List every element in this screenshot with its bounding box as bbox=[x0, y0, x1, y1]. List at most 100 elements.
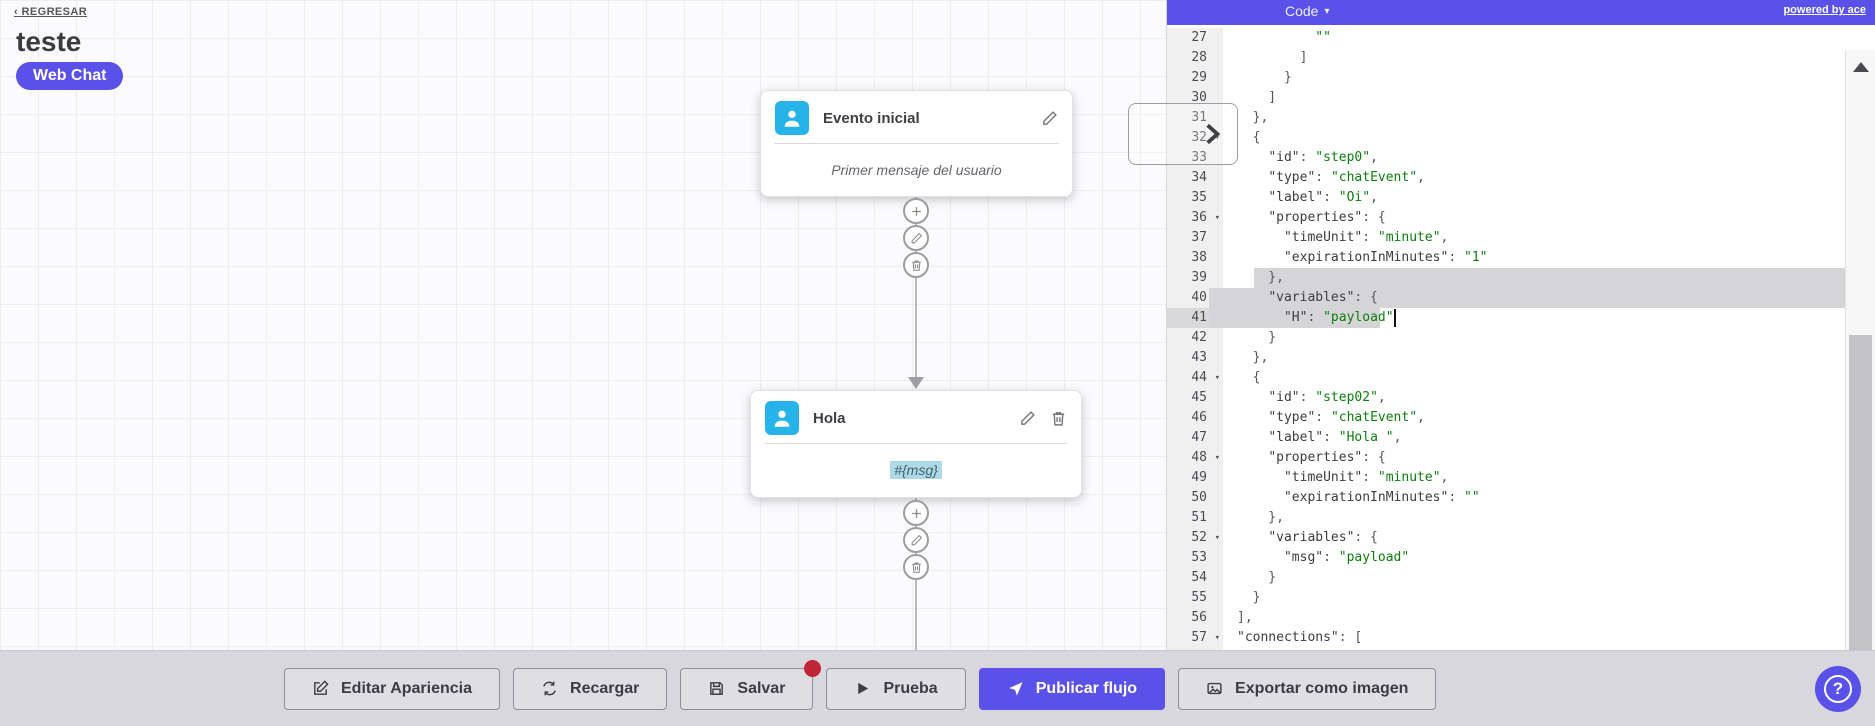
node-body-variable: #{msg} bbox=[890, 460, 942, 479]
test-button[interactable]: Prueba bbox=[826, 667, 966, 710]
code-line-35[interactable]: 35 "label": "Oi", bbox=[1167, 188, 1845, 208]
code-line-46[interactable]: 46 "type": "chatEvent", bbox=[1167, 408, 1845, 428]
code-line-44[interactable]: 44▾ { bbox=[1167, 368, 1845, 388]
divider bbox=[764, 443, 1068, 444]
connector-stack bbox=[903, 500, 929, 580]
code-line-41[interactable]: 41 "H": "payload" bbox=[1167, 308, 1845, 328]
connector-line bbox=[915, 197, 917, 379]
code-line-29[interactable]: 29 } bbox=[1167, 68, 1845, 88]
flow-node-hola[interactable]: Hola #{msg} bbox=[750, 390, 1082, 498]
add-step-button[interactable] bbox=[903, 500, 929, 526]
add-step-button[interactable] bbox=[903, 198, 929, 224]
code-line-58[interactable]: 58▾ { bbox=[1167, 648, 1845, 650]
code-line-56[interactable]: 56], bbox=[1167, 608, 1845, 628]
collapse-code-panel-button[interactable] bbox=[1128, 103, 1238, 165]
code-line-40[interactable]: 40▾ "variables": { bbox=[1167, 288, 1845, 308]
button-label: Prueba bbox=[883, 679, 938, 697]
flow-title: teste bbox=[16, 26, 82, 57]
code-line-37[interactable]: 37 "timeUnit": "minute", bbox=[1167, 228, 1845, 248]
text-cursor bbox=[1393, 309, 1396, 327]
edit-connection-button[interactable] bbox=[903, 225, 929, 251]
chevron-right-icon bbox=[1206, 123, 1221, 145]
code-line-50[interactable]: 50 "expirationInMinutes": "" bbox=[1167, 488, 1845, 508]
gutter-line-number: 34 bbox=[1167, 168, 1223, 188]
bottom-toolbar: Editar Apariencia Recargar Salvar Prueba Pub… bbox=[0, 650, 1875, 726]
delete-connection-button[interactable] bbox=[903, 554, 929, 580]
gutter-line-number: 37 bbox=[1167, 228, 1223, 248]
fold-arrow-icon[interactable]: ▾ bbox=[1214, 453, 1220, 463]
code-line-48[interactable]: 48▾ "properties": { bbox=[1167, 448, 1845, 468]
node-body-text: Primer mensaje del usuario bbox=[831, 161, 1002, 178]
edit-node-icon[interactable] bbox=[1019, 410, 1036, 427]
gutter-line-number: 44▾ bbox=[1167, 368, 1223, 388]
scrollbar-thumb[interactable] bbox=[1849, 335, 1872, 650]
gutter-line-number: 51 bbox=[1167, 508, 1223, 528]
code-line-27[interactable]: 27 "" bbox=[1167, 28, 1845, 48]
code-line-38[interactable]: 38 "expirationInMinutes": "1" bbox=[1167, 248, 1845, 268]
chevron-down-icon: ▾ bbox=[1324, 5, 1330, 17]
scroll-up-icon[interactable] bbox=[1853, 62, 1869, 72]
code-mode-dropdown[interactable]: Code ▾ bbox=[1285, 3, 1330, 19]
gutter-line-number: 50 bbox=[1167, 488, 1223, 508]
fold-arrow-icon[interactable]: ▾ bbox=[1214, 373, 1220, 383]
edit-node-icon[interactable] bbox=[1041, 110, 1058, 127]
gutter-line-number: 49 bbox=[1167, 468, 1223, 488]
powered-by-ace-link[interactable]: powered by ace bbox=[1783, 4, 1866, 16]
button-label: Editar Apariencia bbox=[341, 679, 473, 697]
divider bbox=[774, 143, 1059, 144]
play-icon bbox=[854, 680, 871, 697]
delete-node-icon[interactable] bbox=[1050, 410, 1067, 427]
code-panel: Code ▾ powered by ace 27 ""28 ]29 }30 ]3… bbox=[1166, 0, 1875, 650]
reload-button[interactable]: Recargar bbox=[513, 667, 668, 710]
help-button[interactable]: ? bbox=[1815, 666, 1861, 712]
user-icon bbox=[765, 401, 799, 435]
save-button[interactable]: Salvar bbox=[680, 659, 822, 710]
fold-arrow-icon[interactable]: ▾ bbox=[1214, 633, 1220, 643]
unsaved-indicator bbox=[804, 659, 822, 677]
button-label: Exportar como imagen bbox=[1235, 679, 1409, 697]
code-line-32[interactable]: 32▾ { bbox=[1167, 128, 1845, 148]
code-line-28[interactable]: 28 ] bbox=[1167, 48, 1845, 68]
code-lines: 27 ""28 ]29 }30 ]31 },32▾ {33 "id": "ste… bbox=[1167, 28, 1845, 650]
edit-appearance-button[interactable]: Editar Apariencia bbox=[284, 667, 501, 710]
flow-canvas[interactable]: ‹ REGRESAR teste Web Chat Evento inicial… bbox=[0, 0, 1166, 726]
code-line-49[interactable]: 49 "timeUnit": "minute", bbox=[1167, 468, 1845, 488]
code-line-52[interactable]: 52▾ "variables": { bbox=[1167, 528, 1845, 548]
fold-arrow-icon[interactable]: ▾ bbox=[1214, 213, 1220, 223]
code-line-42[interactable]: 42 } bbox=[1167, 328, 1845, 348]
edit-connection-button[interactable] bbox=[903, 527, 929, 553]
code-line-31[interactable]: 31 }, bbox=[1167, 108, 1845, 128]
code-line-36[interactable]: 36▾ "properties": { bbox=[1167, 208, 1845, 228]
edit-square-icon bbox=[312, 680, 329, 697]
export-image-button[interactable]: Exportar como imagen bbox=[1178, 667, 1437, 710]
gutter-line-number: 52▾ bbox=[1167, 528, 1223, 548]
image-icon bbox=[1206, 680, 1223, 697]
gutter-line-number: 58▾ bbox=[1167, 648, 1223, 650]
back-link[interactable]: ‹ REGRESAR bbox=[14, 6, 88, 18]
fold-arrow-icon[interactable]: ▾ bbox=[1214, 133, 1220, 143]
code-line-45[interactable]: 45 "id": "step02", bbox=[1167, 388, 1845, 408]
code-line-53[interactable]: 53 "msg": "payload" bbox=[1167, 548, 1845, 568]
code-line-39[interactable]: 39 }, bbox=[1167, 268, 1845, 288]
editor-scrollbar[interactable] bbox=[1845, 50, 1875, 650]
user-icon bbox=[775, 101, 809, 135]
code-line-54[interactable]: 54 } bbox=[1167, 568, 1845, 588]
save-icon bbox=[708, 680, 725, 697]
gutter-line-number: 39 bbox=[1167, 268, 1223, 288]
gutter-line-number: 36▾ bbox=[1167, 208, 1223, 228]
code-line-30[interactable]: 30 ] bbox=[1167, 88, 1845, 108]
code-editor[interactable]: 27 ""28 ]29 }30 ]31 },32▾ {33 "id": "ste… bbox=[1167, 25, 1875, 650]
fold-arrow-icon[interactable]: ▾ bbox=[1214, 533, 1220, 543]
code-line-43[interactable]: 43 }, bbox=[1167, 348, 1845, 368]
code-line-57[interactable]: 57▾"connections": [ bbox=[1167, 628, 1845, 648]
code-line-34[interactable]: 34 "type": "chatEvent", bbox=[1167, 168, 1845, 188]
code-line-55[interactable]: 55 } bbox=[1167, 588, 1845, 608]
gutter-line-number: 42 bbox=[1167, 328, 1223, 348]
code-line-51[interactable]: 51 }, bbox=[1167, 508, 1845, 528]
code-line-33[interactable]: 33 "id": "step0", bbox=[1167, 148, 1845, 168]
delete-connection-button[interactable] bbox=[903, 252, 929, 278]
publish-button[interactable]: Publicar flujo bbox=[978, 667, 1166, 710]
code-line-47[interactable]: 47 "label": "Hola ", bbox=[1167, 428, 1845, 448]
connector-stack bbox=[903, 198, 929, 278]
flow-node-evento-inicial[interactable]: Evento inicial Primer mensaje del usuari… bbox=[760, 90, 1073, 197]
